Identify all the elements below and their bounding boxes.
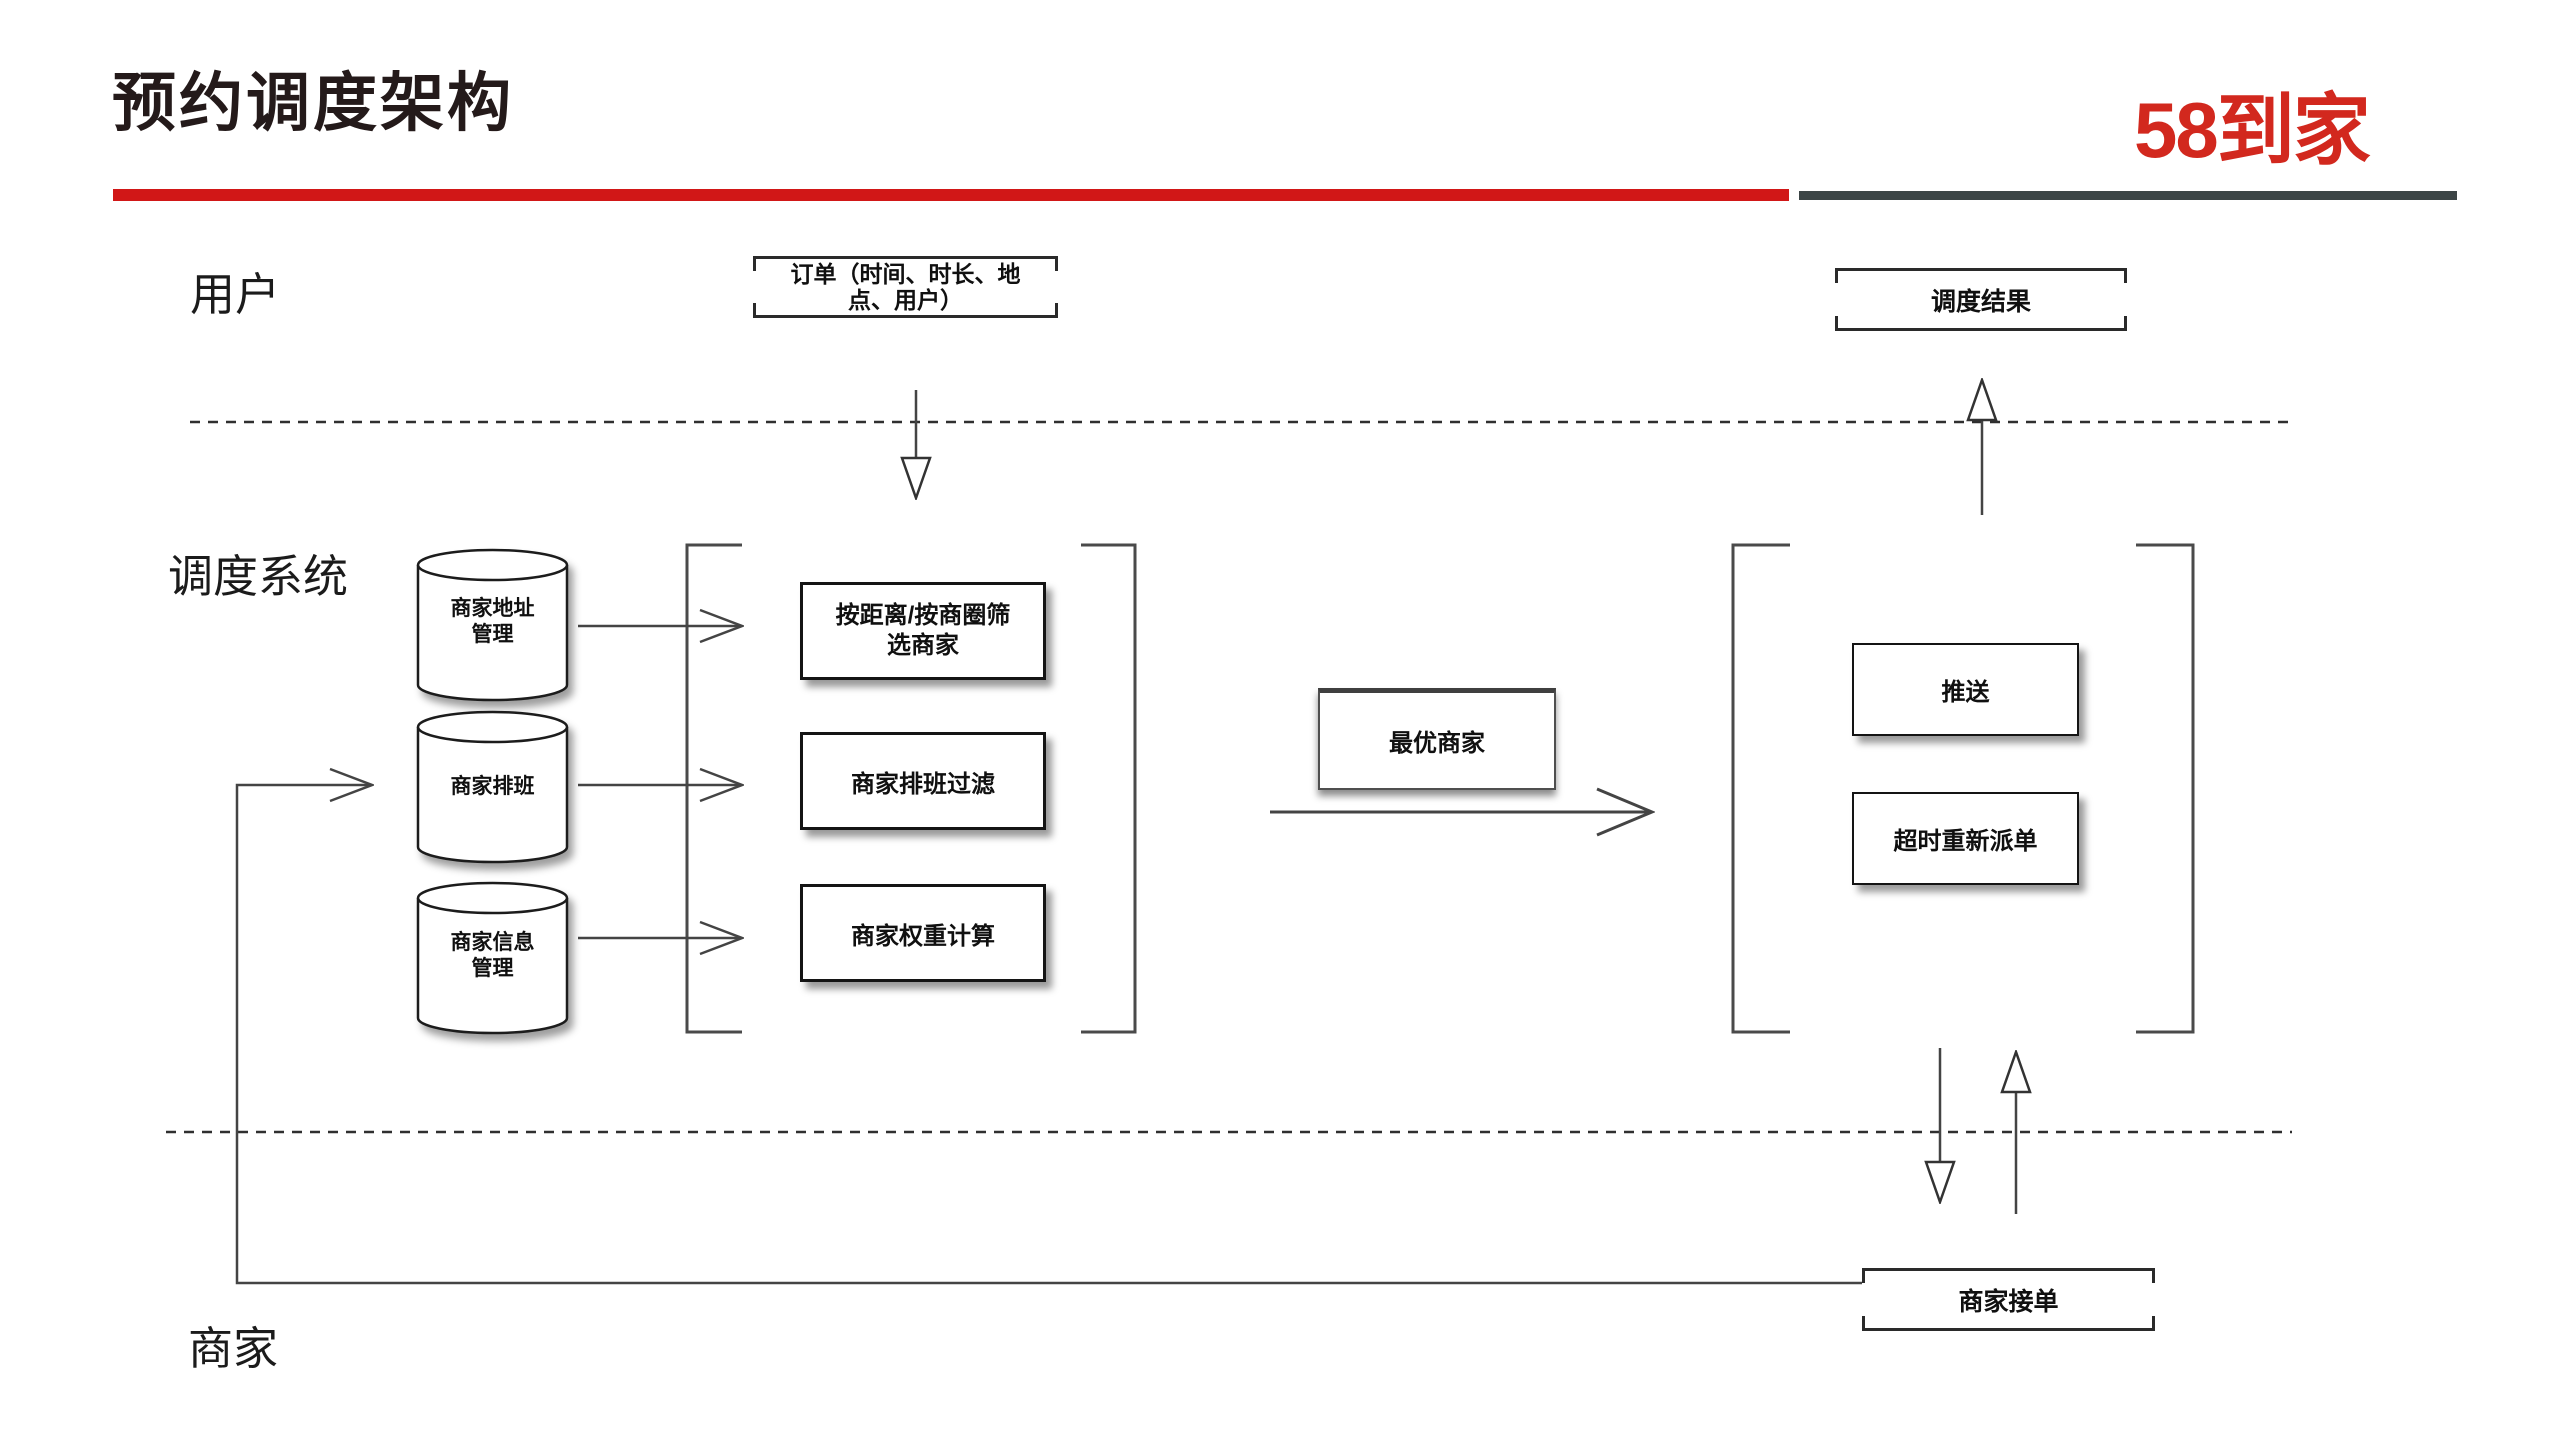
corner-tick xyxy=(2152,1316,2155,1329)
corner-tick xyxy=(1055,258,1058,271)
dispatch-group-bracket-right xyxy=(2136,543,2195,1034)
accept-node: 商家接单 xyxy=(1862,1268,2155,1331)
db-cylinder-address xyxy=(416,548,569,702)
filter-group-bracket-right xyxy=(1081,543,1137,1034)
corner-tick xyxy=(1862,1316,1865,1329)
dispatch-group-bracket-left xyxy=(1731,543,1790,1034)
process-redispatch-label: 超时重新派单 xyxy=(1893,828,2038,855)
lane-label-user: 用户 xyxy=(190,269,281,320)
corner-tick xyxy=(753,303,756,316)
filter-group-bracket-left xyxy=(685,543,742,1034)
result-node: 调度结果 xyxy=(1835,268,2127,331)
corner-tick xyxy=(753,258,756,271)
corner-tick xyxy=(1055,303,1058,316)
db-cylinder-schedule xyxy=(416,710,569,864)
page-title: 预约调度架构 xyxy=(112,67,514,139)
corner-tick xyxy=(2152,1270,2155,1283)
process-filter-schedule-label: 商家排班过滤 xyxy=(851,770,995,798)
process-filter-distance: 按距离/按商圈筛 选商家 xyxy=(800,582,1046,680)
corner-tick xyxy=(2124,316,2127,329)
process-push-label: 推送 xyxy=(1941,679,1990,706)
best-merchant-node: 最优商家 xyxy=(1318,688,1556,790)
process-filter-distance-label: 按距离/按商圈筛 选商家 xyxy=(835,602,1011,659)
process-filter-schedule: 商家排班过滤 xyxy=(800,732,1046,830)
title-underline-red xyxy=(113,189,1789,201)
corner-tick xyxy=(2124,270,2127,283)
lane-label-merchant: 商家 xyxy=(188,1323,279,1374)
order-node: 订单（时间、时长、地 点、用户） xyxy=(753,256,1058,318)
db-info-label: 商家信息 管理 xyxy=(450,931,535,981)
accept-label: 商家接单 xyxy=(1958,1287,2059,1316)
arrow-accept-feedback-to-schedule-db xyxy=(235,785,1862,1285)
process-weight-calc-label: 商家权重计算 xyxy=(851,922,995,950)
db-address-label: 商家地址 管理 xyxy=(450,597,535,647)
order-label: 订单（时间、时长、地 点、用户） xyxy=(790,260,1021,313)
corner-tick xyxy=(1835,270,1838,283)
db-schedule-label: 商家排班 xyxy=(450,775,535,798)
process-redispatch: 超时重新派单 xyxy=(1852,792,2079,885)
lane-label-system: 调度系统 xyxy=(168,551,349,602)
corner-tick xyxy=(1835,316,1838,329)
corner-tick xyxy=(1862,1270,1865,1283)
process-weight-calc: 商家权重计算 xyxy=(800,884,1046,982)
best-merchant-label: 最优商家 xyxy=(1389,730,1485,757)
result-label: 调度结果 xyxy=(1930,287,2031,316)
brand-logo-58daojia: 58到家 xyxy=(2134,86,2371,174)
db-cylinder-info xyxy=(416,881,569,1035)
title-underline-dark xyxy=(1799,191,2457,200)
process-push: 推送 xyxy=(1852,643,2079,736)
